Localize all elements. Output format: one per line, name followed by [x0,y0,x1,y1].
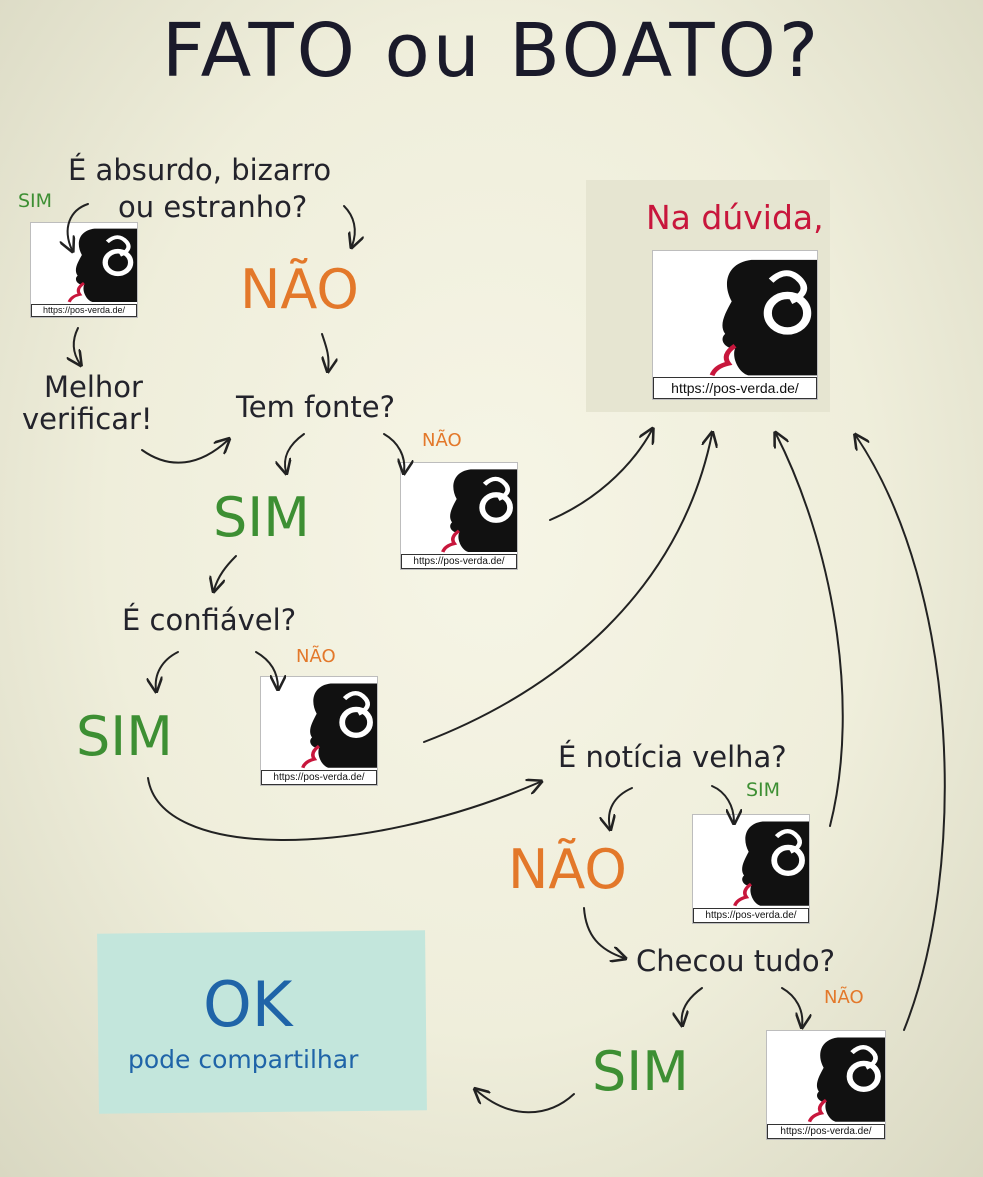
arrow-card5-to-doubt [856,436,946,1031]
url-label: https://pos-verda.de/ [261,770,377,785]
label-no-source: NÃO [422,430,462,451]
arrow-absurd-no [343,205,355,246]
boato-logo-card-3: https://pos-verda.de/ [260,676,378,786]
liar-head-icon [807,1037,885,1123]
label-yes-checked: SIM [592,1040,689,1103]
arrow-checked-no [781,987,802,1026]
arrow-oldnews-no [609,787,633,828]
liar-head-icon [733,821,809,907]
liar-head-icon [67,228,137,303]
label-no-old-news: NÃO [508,838,627,901]
label-no-absurd: NÃO [240,258,359,321]
advice-verify-line1: Melhor [44,370,143,404]
question-absurd-line1: É absurdo, bizarro [68,153,332,187]
arrow-absurd-yes [68,203,89,250]
arrow-sim-to-reliable [214,555,237,590]
label-yes-source: SIM [213,486,310,549]
label-no-checked: NÃO [824,987,864,1008]
page-title: FATO ou BOATO? [161,8,822,94]
question-old-news: É notícia velha? [558,740,787,774]
advice-verify-line2: verificar! [22,402,153,436]
arrow-card1-verify [74,327,80,364]
arrow-card4-to-doubt [776,434,844,827]
question-checked-all: Checou tudo? [636,944,836,978]
arrow-source-no [383,433,404,472]
arrow-reliable-no [255,651,278,688]
arrow-source-yes [285,433,305,472]
question-reliable: É confiável? [122,603,297,637]
question-has-source: Tem fonte? [236,390,396,424]
url-label: https://pos-verda.de/ [401,554,517,569]
url-label: https://pos-verda.de/ [31,304,137,317]
boato-logo-card-doubt: https://pos-verda.de/ [652,250,818,400]
boato-logo-card-1: https://pos-verda.de/ [30,222,138,318]
ok-title: OK [203,968,293,1041]
label-yes-old-news: SIM [746,779,781,801]
liar-head-icon [709,259,817,377]
boato-logo-card-2: https://pos-verda.de/ [400,462,518,570]
arrow-checked-yes [682,987,703,1024]
question-absurd-line2: ou estranho? [118,190,308,224]
arrow-card2-to-doubt [549,430,652,521]
arrow-nao-to-source [322,333,329,370]
url-label: https://pos-verda.de/ [767,1124,885,1139]
liar-head-icon [441,469,517,553]
url-label: https://pos-verda.de/ [693,908,809,923]
boato-logo-card-5: https://pos-verda.de/ [766,1030,886,1140]
boato-logo-card-4: https://pos-verda.de/ [692,814,810,924]
arrow-reliable-yes [156,651,179,690]
label-yes-absurd: SIM [18,190,53,212]
arrow-sim-to-ok [476,1090,575,1114]
arrow-card3-to-doubt [423,434,712,743]
url-label: https://pos-verda.de/ [653,377,817,399]
arrow-verify-to-source [141,440,228,464]
liar-head-icon [301,683,377,769]
arrow-oldnews-yes [711,785,734,822]
label-yes-reliable: SIM [76,705,173,768]
arrow-nao-to-checked [583,907,624,958]
ok-subtitle: pode compartilhar [128,1045,359,1074]
arrow-sim-to-oldnews [147,777,540,841]
doubt-text: Na dúvida, [646,198,824,237]
label-no-reliable: NÃO [296,646,336,667]
